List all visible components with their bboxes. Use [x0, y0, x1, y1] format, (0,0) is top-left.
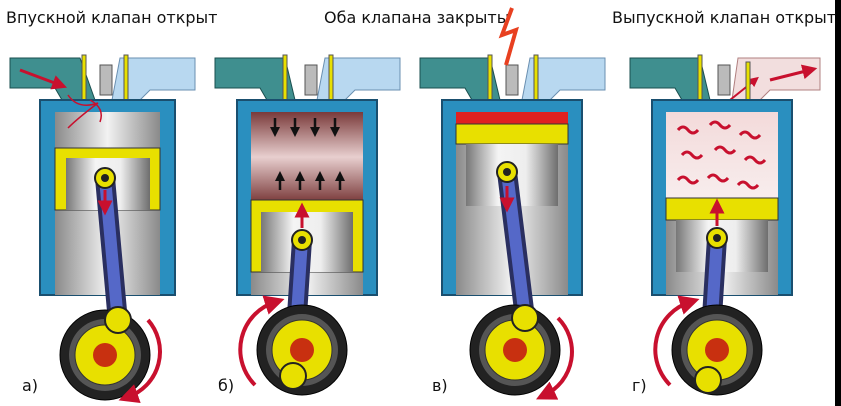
- spark-plug-icon: [99, 64, 113, 96]
- panel-c: [419, 7, 606, 400]
- exhaust-gas-waves: [676, 120, 767, 190]
- spark-plug-icon: [717, 64, 731, 96]
- crank-shaft: [93, 343, 117, 367]
- spark-icon: [498, 7, 519, 66]
- panel-d-letter: г): [632, 376, 647, 395]
- crank-pin: [104, 306, 132, 334]
- panel-b-letter: б): [218, 376, 235, 395]
- panel-d: [629, 54, 821, 396]
- panel-a-letter: а): [22, 376, 39, 395]
- intake-open-label: Впускной клапан открыт: [6, 8, 218, 27]
- panel-b: [214, 54, 401, 396]
- both-closed-label: Оба клапана закрыты: [324, 8, 510, 27]
- rotation-arrow: [118, 318, 162, 404]
- spark-plug-icon: [505, 64, 519, 96]
- spark-plug-icon: [304, 64, 318, 96]
- ignition-flash: [456, 112, 568, 124]
- compressed-gas: [251, 112, 363, 202]
- exhaust-valve-stem: [123, 54, 129, 106]
- exhaust-open-label: Выпускной клапан открыт: [612, 8, 837, 27]
- panel-a: [9, 54, 196, 404]
- panel-c-letter: в): [432, 376, 448, 395]
